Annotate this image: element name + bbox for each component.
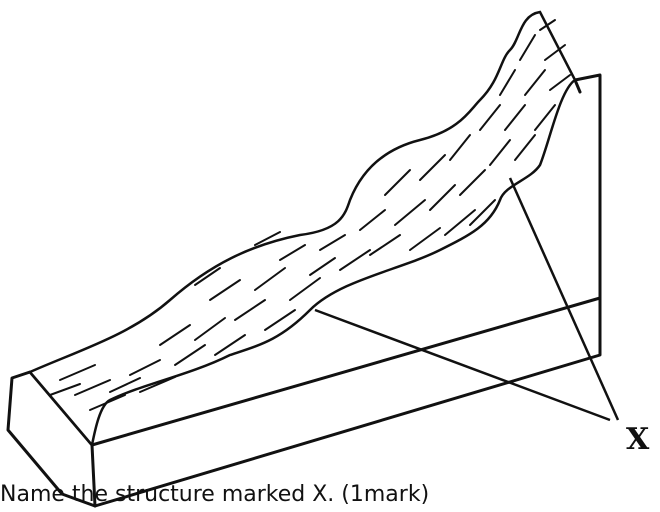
river-surface xyxy=(30,12,575,445)
question-text: Name the structure marked X. (1mark) xyxy=(0,481,429,509)
label-x: X xyxy=(626,422,650,457)
cliff-face xyxy=(575,75,600,298)
